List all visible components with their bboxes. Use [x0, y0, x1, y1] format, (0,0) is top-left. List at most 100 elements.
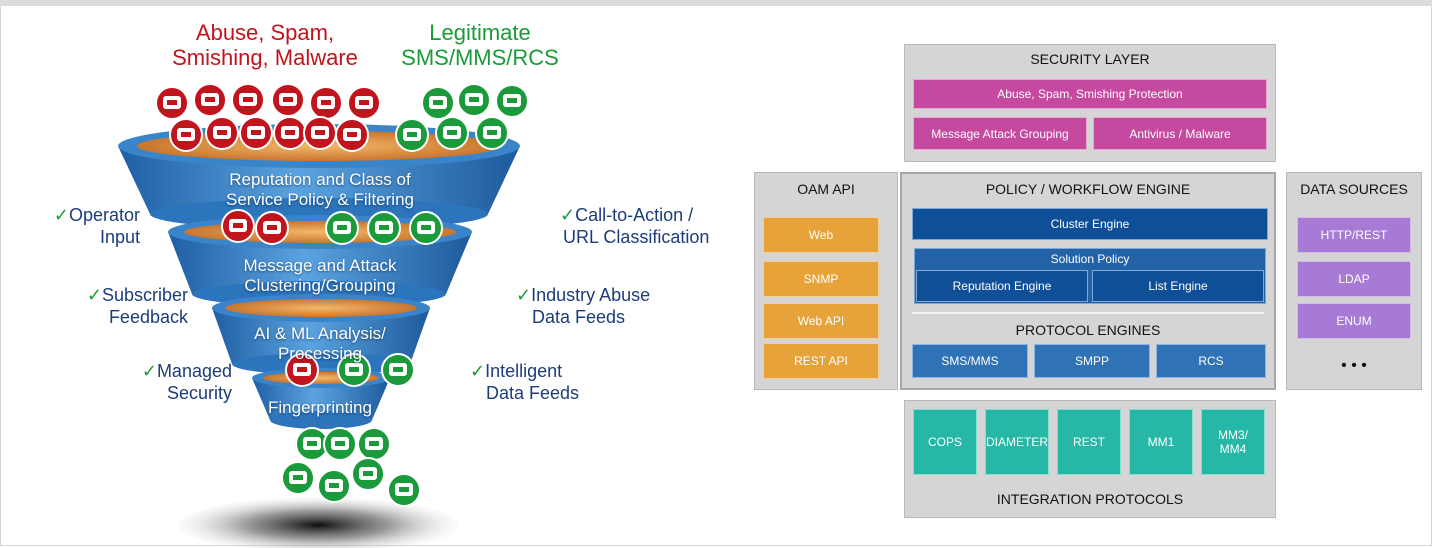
- industry-abuse-label: ✓Industry Abuse Data Feeds: [516, 284, 676, 328]
- tier-2-label-line-2: Clustering/Grouping: [244, 276, 396, 295]
- malicious-message-icon: [155, 86, 189, 120]
- legit-message-icon: [475, 116, 509, 150]
- legit-message-icon: [387, 473, 421, 507]
- malicious-message-icon: [231, 83, 265, 117]
- managed-security-label: ✓Managed Security: [100, 360, 232, 404]
- subscriber-feedback-line-1: Subscriber: [101, 285, 188, 305]
- check-icon: ✓: [470, 361, 486, 381]
- policy-workflow-title: POLICY / WORKFLOW ENGINE: [985, 181, 1191, 197]
- malicious-message-icon: [169, 118, 203, 152]
- oam-api-panel: OAM API Web SNMP Web API REST API: [754, 172, 898, 390]
- antivirus-malware-block: Antivirus / Malware: [1093, 117, 1267, 150]
- oam-web-api-block: Web API: [763, 303, 879, 339]
- protocol-engines-title: PROTOCOL ENGINES: [1015, 322, 1161, 338]
- legit-message-icon: [435, 116, 469, 150]
- diameter-protocol-block: DIAMETER: [985, 409, 1049, 475]
- threat-heading-line-2: Smishing, Malware: [172, 45, 358, 70]
- check-icon: ✓: [53, 205, 69, 225]
- legit-message-icon: [357, 427, 391, 461]
- malicious-message-icon: [221, 209, 255, 243]
- malicious-message-icon: [255, 211, 289, 245]
- legit-message-icon: [351, 457, 385, 491]
- managed-security-line-1: Managed: [156, 361, 232, 381]
- call-to-action-line-2: URL Classification: [563, 227, 710, 247]
- filtering-funnel: Abuse, Spam, Smishing, Malware Legitimat…: [53, 20, 736, 548]
- call-to-action-label: ✓Call-to-Action / URL Classification: [560, 204, 736, 248]
- legit-message-icon: [409, 211, 443, 245]
- legit-message-icon: [295, 427, 329, 461]
- data-sources-panel: DATA SOURCES HTTP/REST LDAP ENUM • • •: [1286, 172, 1422, 390]
- malicious-message-icon: [285, 353, 319, 387]
- intelligent-data-label: ✓Intelligent Data Feeds: [470, 360, 600, 404]
- cluster-engine-block: Cluster Engine: [912, 208, 1268, 240]
- legit-message-icon: [367, 211, 401, 245]
- intelligent-data-line-1: Intelligent: [485, 361, 563, 381]
- abuse-spam-smishing-protection-block: Abuse, Spam, Smishing Protection: [913, 79, 1267, 109]
- funnel-tier-3-core: [225, 299, 417, 317]
- malicious-message-icon: [239, 116, 273, 150]
- malicious-message-icon: [347, 86, 381, 120]
- http-rest-source-block: HTTP/REST: [1297, 217, 1411, 253]
- legit-message-icon: [395, 118, 429, 152]
- industry-abuse-line-1: Industry Abuse: [531, 285, 651, 305]
- funnel-tier-4: [252, 378, 390, 420]
- oam-web-block: Web: [763, 217, 879, 253]
- subscriber-feedback-label: ✓Subscriber Feedback: [60, 284, 188, 328]
- integration-protocols-title: INTEGRATION PROTOCOLS: [996, 491, 1184, 507]
- mm3-mm4-protocol-block: MM3/ MM4: [1201, 409, 1265, 475]
- call-to-action-line-1: Call-to-Action /: [575, 205, 694, 225]
- cops-protocol-block: COPS: [913, 409, 977, 475]
- legit-message-icon: [323, 427, 357, 461]
- threat-heading-line-1: Abuse, Spam,: [195, 20, 335, 45]
- tier-3-label-line-1: AI & ML Analysis/: [254, 324, 386, 343]
- legit-traffic-heading: Legitimate SMS/MMS/RCS: [380, 20, 580, 70]
- legit-message-icon: [457, 83, 491, 117]
- tier-2-label: Message and Attack Clustering/Grouping: [200, 256, 440, 296]
- tier-4-label: Fingerprinting: [250, 398, 390, 418]
- legit-message-icon: [421, 86, 455, 120]
- operator-input-line-1: Operator: [68, 205, 140, 225]
- message-attack-grouping-block: Message Attack Grouping: [913, 117, 1087, 150]
- oam-api-title: OAM API: [797, 181, 855, 197]
- malicious-message-icon: [193, 83, 227, 117]
- threat-traffic-heading: Abuse, Spam, Smishing, Malware: [150, 20, 380, 70]
- legit-message-icon: [325, 211, 359, 245]
- security-layer-title: SECURITY LAYER: [1030, 51, 1150, 67]
- legit-heading-line-2: SMS/MMS/RCS: [401, 45, 559, 70]
- intelligent-data-line-2: Data Feeds: [486, 383, 580, 403]
- tier-1-label: Reputation and Class of Service Policy &…: [180, 170, 460, 210]
- enum-source-block: ENUM: [1297, 303, 1411, 339]
- ldap-source-block: LDAP: [1297, 261, 1411, 297]
- more-sources-ellipsis: • • •: [1341, 357, 1367, 374]
- check-icon: ✓: [141, 361, 157, 381]
- malicious-message-icon: [273, 116, 307, 150]
- check-icon: ✓: [560, 205, 576, 225]
- message-icons: [155, 83, 529, 507]
- managed-security-line-2: Security: [166, 383, 232, 403]
- integration-protocols-panel: COPS DIAMETER REST MM1 MM3/ MM4 INTEGRAT…: [904, 400, 1276, 518]
- malicious-message-icon: [335, 118, 369, 152]
- rest-protocol-block: REST: [1057, 409, 1121, 475]
- solution-policy-label: Solution Policy: [1050, 252, 1130, 266]
- legit-message-icon: [381, 353, 415, 387]
- funnel-tier-3: [212, 308, 430, 364]
- tier-2-label-line-1: Message and Attack: [243, 256, 397, 275]
- operator-input-line-2: Input: [99, 227, 140, 247]
- policy-divider: [912, 312, 1264, 314]
- legit-message-icon: [317, 469, 351, 503]
- funnel-graphic: [118, 83, 529, 548]
- industry-abuse-line-2: Data Feeds: [532, 307, 626, 327]
- tier-3-label: AI & ML Analysis/ Processing: [220, 324, 420, 364]
- legit-heading-line-1: Legitimate: [429, 20, 531, 45]
- data-sources-title: DATA SOURCES: [1300, 181, 1408, 197]
- check-icon: ✓: [516, 285, 532, 305]
- legit-message-icon: [337, 353, 371, 387]
- subscriber-feedback-line-2: Feedback: [108, 307, 188, 327]
- list-engine-block: List Engine: [1092, 270, 1264, 302]
- oam-rest-api-block: REST API: [763, 343, 879, 379]
- malicious-message-icon: [205, 116, 239, 150]
- smpp-engine-block: SMPP: [1034, 344, 1150, 378]
- malicious-message-icon: [271, 83, 305, 117]
- sms-mms-engine-block: SMS/MMS: [912, 344, 1028, 378]
